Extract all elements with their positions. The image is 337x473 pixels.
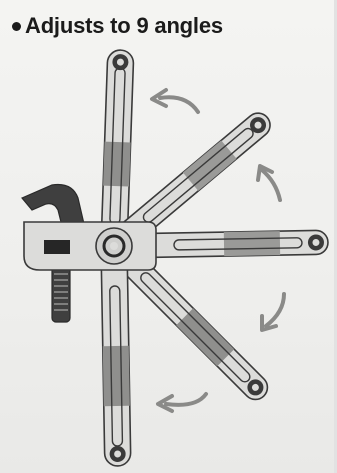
rotation-arrow-1 bbox=[152, 90, 198, 112]
wrench-head bbox=[22, 185, 156, 322]
rotation-arrow-3 bbox=[262, 294, 284, 330]
rotation-arrow-4 bbox=[158, 394, 206, 411]
rotation-arrow-2 bbox=[258, 166, 280, 200]
handle-down bbox=[101, 246, 131, 466]
